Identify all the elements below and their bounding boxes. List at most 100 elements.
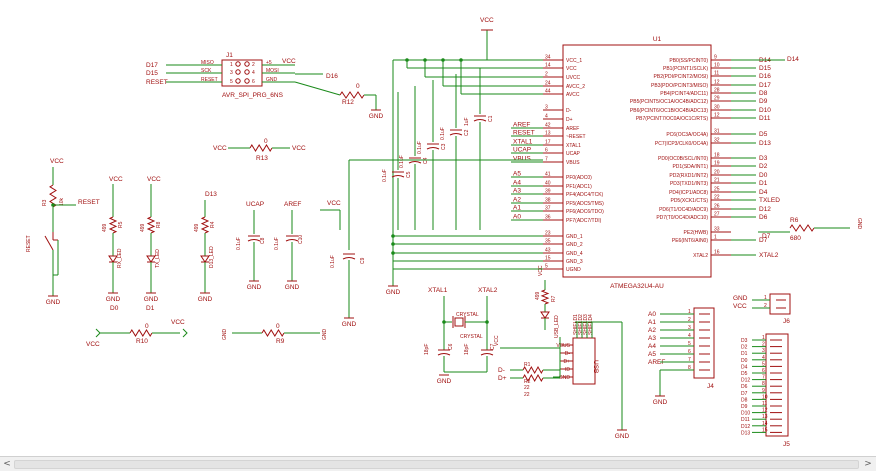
- resistor-symbol: [540, 289, 550, 305]
- u1-pin-name: PC6(OC3A/OC4A): [666, 132, 708, 138]
- u1-pin-number: 35: [545, 239, 551, 245]
- u1-net-label: D13: [759, 140, 771, 147]
- vcc-label: VCC: [538, 265, 544, 276]
- u1-net-label: D10: [759, 107, 771, 114]
- u1-pin-number: 7: [545, 157, 548, 163]
- u1-pin-name: PD1(SDA/INT1): [672, 164, 708, 170]
- cap-ref: C4: [423, 157, 429, 164]
- j5-net-label: D4: [741, 364, 748, 370]
- j4-pin-number: 2: [688, 317, 691, 323]
- r1-ref: R1: [524, 362, 531, 368]
- reset-net-label: RESET: [78, 199, 100, 206]
- gnd-label: GND: [222, 329, 228, 341]
- u1-pin-name: GND_3: [566, 259, 583, 265]
- gnd-label: GND: [653, 399, 668, 406]
- horizontal-scrollbar[interactable]: < >: [0, 456, 876, 471]
- u1-pin-name: PB0(SS/PCINT0): [669, 58, 708, 64]
- j4-pin-number: 5: [688, 341, 691, 347]
- scrollbar-thumb[interactable]: [14, 460, 859, 469]
- led-symbol: [146, 255, 156, 263]
- u1-pin-name: GND_1: [566, 234, 583, 240]
- u1-pin-number: 14: [545, 63, 551, 69]
- r10-value: 0: [145, 323, 149, 330]
- scroll-left-arrow-icon[interactable]: <: [3, 459, 11, 469]
- j5-pin-number: 14: [762, 421, 768, 427]
- j1-pin-pad: [235, 61, 241, 67]
- vcc-label: VCC: [171, 319, 185, 326]
- u1-pin-name: PD0(OC0B/SCL/INT0): [658, 156, 708, 162]
- gnd-label: GND: [856, 218, 862, 230]
- cap-ref: C6: [448, 343, 454, 350]
- j1-pin-name: SCK: [201, 68, 212, 74]
- u1-pin-name: UVCC: [566, 75, 581, 81]
- resistor-symbol: [108, 216, 118, 234]
- scroll-right-arrow-icon[interactable]: >: [864, 459, 872, 469]
- gnd-label: GND: [247, 284, 262, 291]
- u1-net-label: D17: [759, 82, 771, 89]
- cap-ref: C5: [406, 171, 412, 178]
- usb-shield-pin: SHIELD4: [588, 314, 594, 335]
- j6-body: [769, 293, 791, 315]
- u1-pin-number: 36: [545, 215, 551, 221]
- u1-pin-number: 34: [545, 55, 551, 61]
- led-symbol: [200, 255, 210, 263]
- j1-net-label: D16: [326, 73, 338, 80]
- u1-pin-name: PB5(PCINT5/OC1A/OC4B/ADC12): [630, 99, 708, 105]
- u1-pin-number: 2: [545, 72, 548, 78]
- r6-net-label: D7: [762, 233, 771, 240]
- u1-net-label: D2: [759, 163, 768, 170]
- u1-net-label: UCAP: [513, 147, 531, 154]
- resistor-symbol: [522, 365, 544, 375]
- j5-pin-number: 7: [762, 375, 765, 381]
- usb-shield-pin: SHIELD3: [583, 314, 589, 335]
- u1-net-label: AREF: [513, 122, 530, 129]
- u1-pin-number: 22: [714, 195, 720, 201]
- vcc-label: VCC: [86, 341, 100, 348]
- cap-value: 0.1uF: [399, 155, 405, 168]
- u1-pin-number: 11: [714, 71, 719, 77]
- j1-pin-name: RESET: [201, 77, 218, 83]
- junction-dot: [391, 242, 395, 246]
- r3-ref: R3: [42, 199, 48, 206]
- junction-dot: [423, 58, 427, 62]
- u1-atmega32u4: U1ATMEGA32U4-AU34VCC_114VCC2UVCC24AVCC_2…: [511, 36, 799, 290]
- resistor-symbol: [129, 329, 153, 337]
- j1-pin-pad: [244, 78, 250, 84]
- resistor-symbol: [200, 216, 210, 234]
- usb-pin-name: D-: [565, 351, 571, 357]
- u1-net-label: D6: [759, 214, 768, 221]
- u1-net-label: D16: [759, 73, 771, 80]
- j5-pin-number: 6: [762, 368, 765, 374]
- u1-value: ATMEGA32U4-AU: [610, 283, 664, 290]
- j5-net-label: D2: [741, 345, 748, 351]
- j4-net-label: A3: [648, 335, 656, 342]
- vcc-label: VCC: [147, 176, 161, 183]
- cap-value: 0.1uF: [274, 237, 280, 250]
- j1-pin-name: GND: [266, 77, 278, 83]
- u1-pin-name: PB6(PCINT6/OC1B/OC4B/ADC13): [630, 108, 708, 114]
- u1-pin-number: 4: [545, 114, 548, 120]
- u1-net-label: A3: [513, 188, 521, 195]
- j5-net-label: D5: [741, 371, 748, 377]
- r9-value: 0: [276, 323, 280, 330]
- r13-value: 0: [264, 138, 268, 145]
- u1-pin-number: 40: [545, 181, 551, 187]
- u1-pin-name: PD7(T0/OC4D/ADC10): [656, 215, 708, 221]
- r2-value: 22: [524, 392, 530, 398]
- u1-pin-name: AREF: [566, 126, 579, 132]
- j5-net-label: D8: [741, 397, 748, 403]
- u1-pin-name: PE2(HWB): [684, 230, 709, 236]
- capacitor-plate: [426, 147, 440, 150]
- vcc-label: VCC: [480, 17, 494, 24]
- j5-net-label: D12: [741, 424, 750, 430]
- gnd-label: GND: [342, 321, 357, 328]
- j5-net-label: D0: [741, 358, 748, 364]
